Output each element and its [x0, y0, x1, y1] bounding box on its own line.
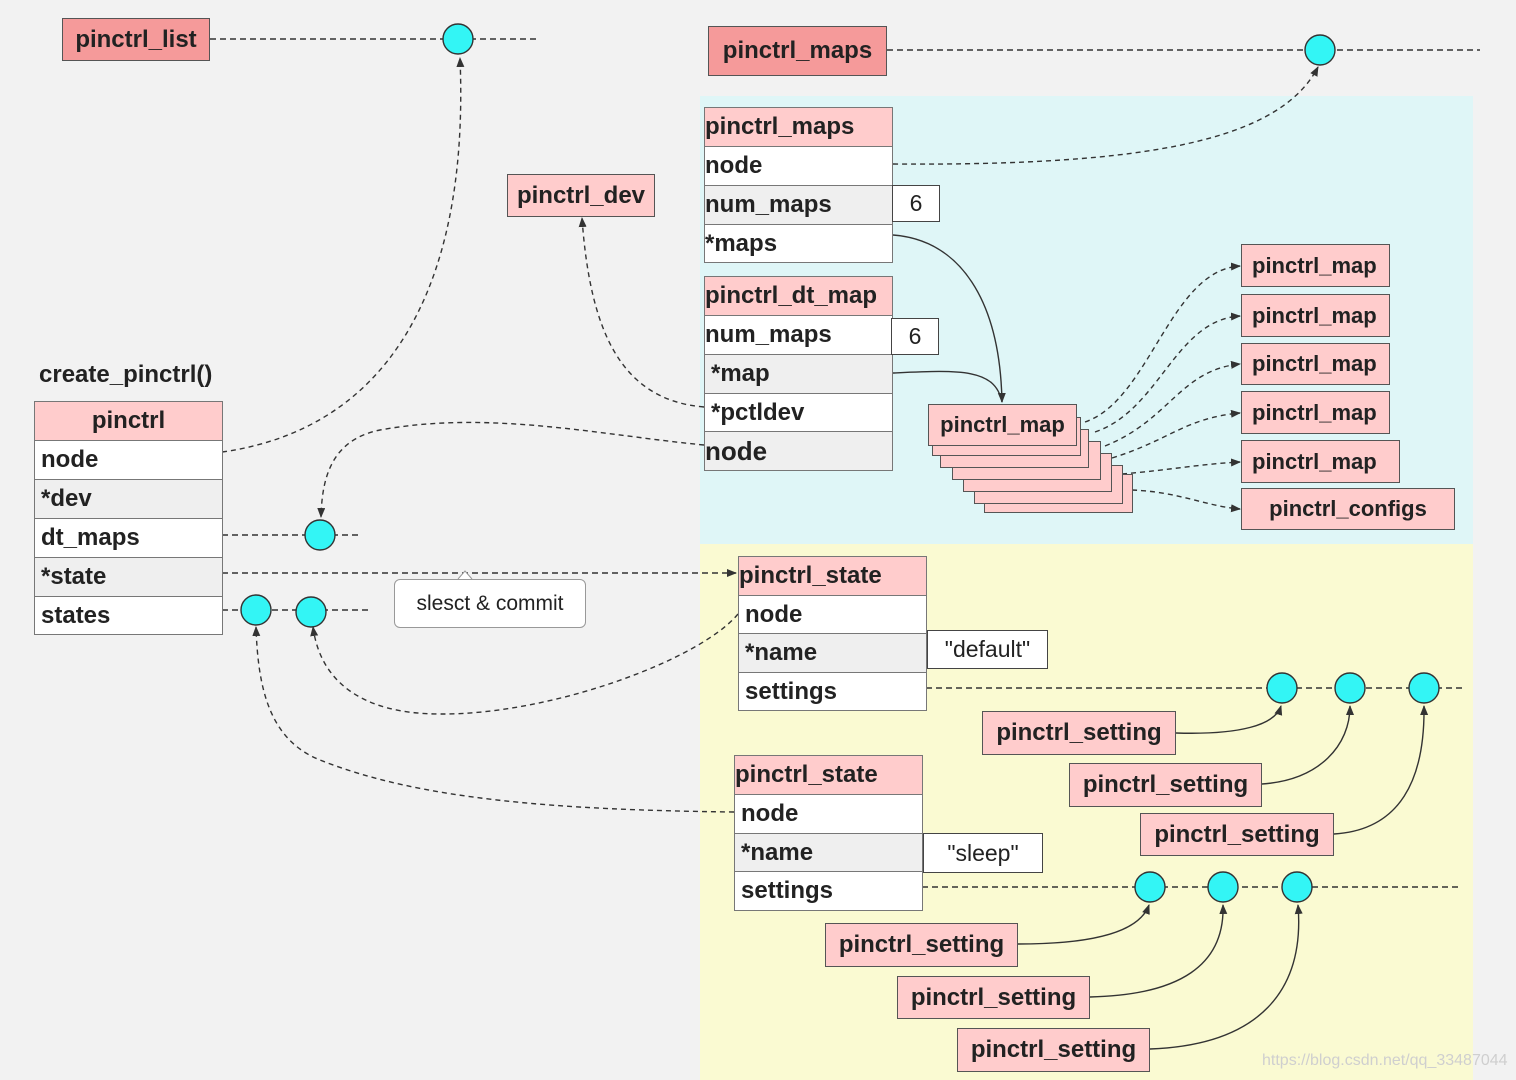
dt-map-field-pctldev: *pctldev	[704, 393, 893, 432]
list-node-circle	[1304, 34, 1336, 66]
state-default-name-value: "default"	[927, 630, 1048, 669]
list-node-circle	[240, 594, 272, 626]
watermark: https://blog.csdn.net/qq_33487044	[1262, 1052, 1508, 1069]
default-node-to-states	[310, 613, 739, 715]
pinctrl-setting-default-1: pinctrl_setting	[982, 711, 1176, 755]
pinctrl-setting-default-2: pinctrl_setting	[1069, 763, 1262, 807]
pinctrl-map-item: pinctrl_map	[1241, 294, 1390, 337]
dt-map-struct-title: pinctrl_dt_map	[704, 276, 893, 316]
list-node-circle	[295, 596, 327, 628]
pinctrl-field-node: node	[34, 440, 223, 480]
pinctrl-setting-sleep-2: pinctrl_setting	[897, 976, 1090, 1019]
maps-num-maps-value: 6	[892, 185, 940, 222]
list-node-circle	[304, 519, 336, 551]
maps-field-num-maps: num_maps	[704, 185, 893, 225]
pinctrl-node-to-list	[221, 57, 465, 453]
list-node-circle	[442, 23, 474, 55]
pinctrl-map-item: pinctrl_map	[1241, 343, 1390, 385]
state-sleep-field-node: node	[734, 794, 923, 834]
dt-map-field-num-maps: num_maps	[704, 315, 893, 355]
pinctrl-struct-title: pinctrl	[34, 401, 223, 441]
select-commit-callout: slesct & commit	[394, 579, 586, 628]
maps-struct-title: pinctrl_maps	[704, 107, 893, 147]
dt-map-num-maps-value: 6	[891, 318, 939, 355]
pinctrl-field-dev: *dev	[34, 479, 223, 519]
pinctrl-list-head: pinctrl_list	[62, 18, 210, 61]
pinctrl-maps-head: pinctrl_maps	[708, 26, 887, 76]
callout-pointer	[457, 570, 473, 580]
state-sleep-field-settings: settings	[734, 871, 923, 911]
state-sleep-title: pinctrl_state	[734, 755, 923, 795]
pinctrl-map-item: pinctrl_map	[1241, 391, 1390, 434]
pinctrl-setting-sleep-3: pinctrl_setting	[957, 1028, 1150, 1072]
pinctrl-setting-sleep-1: pinctrl_setting	[825, 923, 1018, 967]
pctldev-to-dev	[578, 217, 705, 408]
dtmap-node-to-dtmaps	[317, 421, 705, 518]
map-array-front: pinctrl_map	[928, 404, 1077, 446]
sleep-node-to-states	[252, 626, 735, 813]
state-default-field-name: *name	[738, 633, 927, 673]
pinctrl-dev-box: pinctrl_dev	[507, 174, 655, 217]
pinctrl-field-state: *state	[34, 557, 223, 597]
pinctrl-map-item: pinctrl_map	[1241, 440, 1400, 483]
state-default-title: pinctrl_state	[738, 556, 927, 596]
dt-map-field-node: node	[704, 431, 893, 471]
maps-field-node: node	[704, 146, 893, 186]
pinctrl-field-states: states	[34, 596, 223, 635]
create-pinctrl-label: create_pinctrl()	[39, 361, 213, 388]
pinctrl-map-item: pinctrl_map	[1241, 244, 1390, 287]
pinctrl-configs-item: pinctrl_configs	[1241, 488, 1455, 530]
dt-map-field-map: *map	[704, 354, 893, 394]
state-sleep-name-value: "sleep"	[923, 833, 1043, 873]
state-default-field-settings: settings	[738, 672, 927, 711]
state-default-field-node: node	[738, 595, 927, 634]
state-sleep-field-name: *name	[734, 833, 923, 872]
pinctrl-setting-default-3: pinctrl_setting	[1140, 813, 1334, 856]
pinctrl-field-dt-maps: dt_maps	[34, 518, 223, 558]
maps-field-maps: *maps	[704, 224, 893, 263]
